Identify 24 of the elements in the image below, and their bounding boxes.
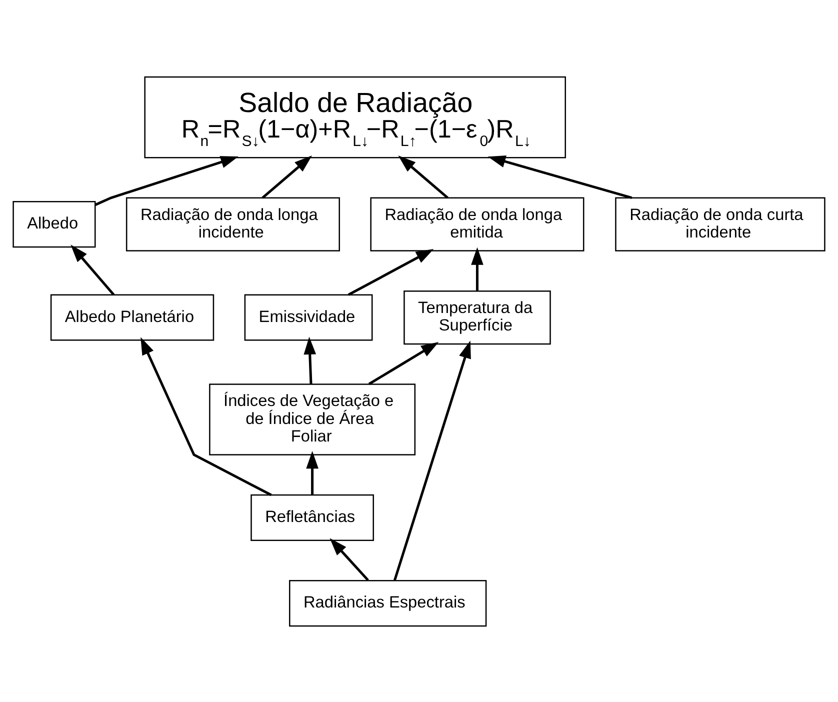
- arrow: [262, 154, 312, 198]
- arrow: [306, 450, 318, 494]
- arrow: [394, 340, 471, 580]
- arrow: [488, 154, 632, 198]
- arrow: [398, 154, 448, 198]
- node-box: Radiâncias Espectrais: [289, 580, 487, 626]
- arrow: [330, 538, 369, 581]
- arrow: [140, 336, 272, 496]
- arrow: [368, 341, 439, 385]
- node-box: Temperatura da Superfície: [404, 290, 551, 344]
- arrow: [471, 246, 484, 290]
- arrow: [304, 336, 316, 384]
- node-box: Radiação de onda longa incidente: [126, 196, 340, 251]
- arrow: [70, 244, 115, 296]
- node-box: Radiação de onda curta incidente: [615, 196, 826, 251]
- node-box: Albedo Planetário: [50, 294, 214, 340]
- node-box: Emissividade: [244, 294, 373, 340]
- node-box: Refletâncias: [250, 494, 374, 540]
- arrow: [348, 248, 434, 296]
- node-box: Saldo de Radiação R$_{n}$=R$_{S↓}$(1−α)+R$_{L↓}$−R$_{L↑}$−(1−ε$_{0}$)R$_{L↓}$: [144, 76, 566, 158]
- arrow: [94, 156, 238, 206]
- node-box: Radiação de onda longa emitida: [370, 196, 584, 251]
- node-box: Índices de Vegetação e de Índice de Área Foliar: [209, 383, 416, 455]
- node-box: Albedo: [12, 200, 96, 248]
